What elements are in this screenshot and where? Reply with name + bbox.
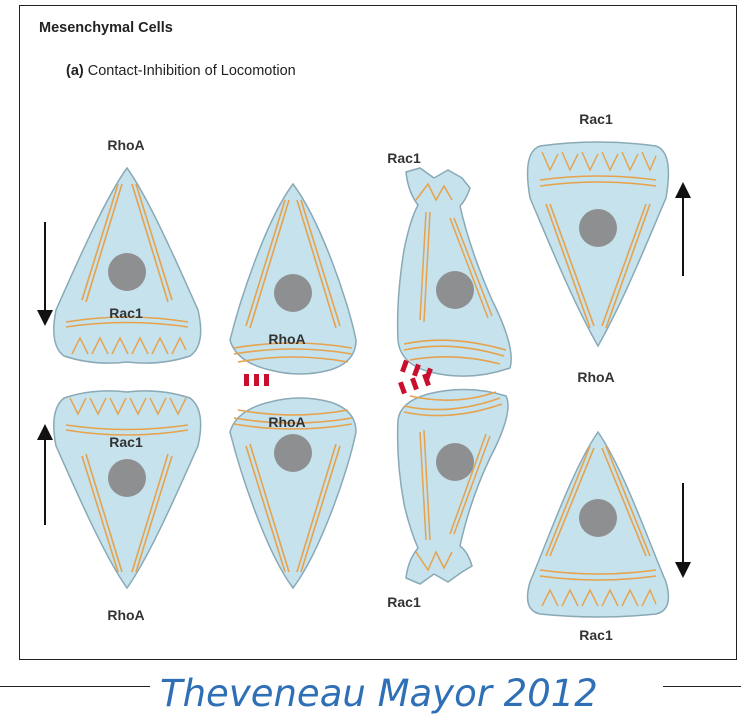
stage-1 — [45, 168, 201, 588]
bottom-rule-left — [0, 686, 150, 687]
label-rac1: Rac1 — [387, 150, 421, 166]
label-rhoa: RhoA — [107, 607, 144, 623]
citation-credit: Theveneau Mayor 2012 — [160, 672, 598, 715]
stage-3 — [398, 168, 512, 584]
label-rac1: Rac1 — [109, 305, 143, 321]
stage-2 — [230, 184, 356, 588]
cil-diagram: RhoA Rac1 Rac1 RhoA RhoA RhoA Rac1 Rac1 … — [0, 0, 741, 660]
cell-4a — [528, 142, 669, 346]
nucleus — [579, 499, 617, 537]
label-rhoa: RhoA — [577, 369, 614, 385]
label-rhoa: RhoA — [107, 137, 144, 153]
label-rhoa: RhoA — [268, 414, 305, 430]
cell-4b — [528, 432, 669, 617]
nucleus — [579, 209, 617, 247]
cell-1b — [54, 391, 201, 588]
label-rac1: Rac1 — [579, 627, 613, 643]
nucleus — [274, 274, 312, 312]
bottom-rule-right — [663, 686, 741, 687]
nucleus — [108, 253, 146, 291]
cell-3b — [398, 389, 508, 584]
nucleus — [436, 443, 474, 481]
nucleus — [108, 459, 146, 497]
label-rhoa: RhoA — [268, 331, 305, 347]
nucleus — [274, 434, 312, 472]
cell-3a — [398, 168, 512, 376]
junction — [244, 374, 269, 386]
nucleus — [436, 271, 474, 309]
label-rac1: Rac1 — [109, 434, 143, 450]
label-rac1: Rac1 — [387, 594, 421, 610]
cell-1a — [54, 168, 201, 363]
label-rac1: Rac1 — [579, 111, 613, 127]
